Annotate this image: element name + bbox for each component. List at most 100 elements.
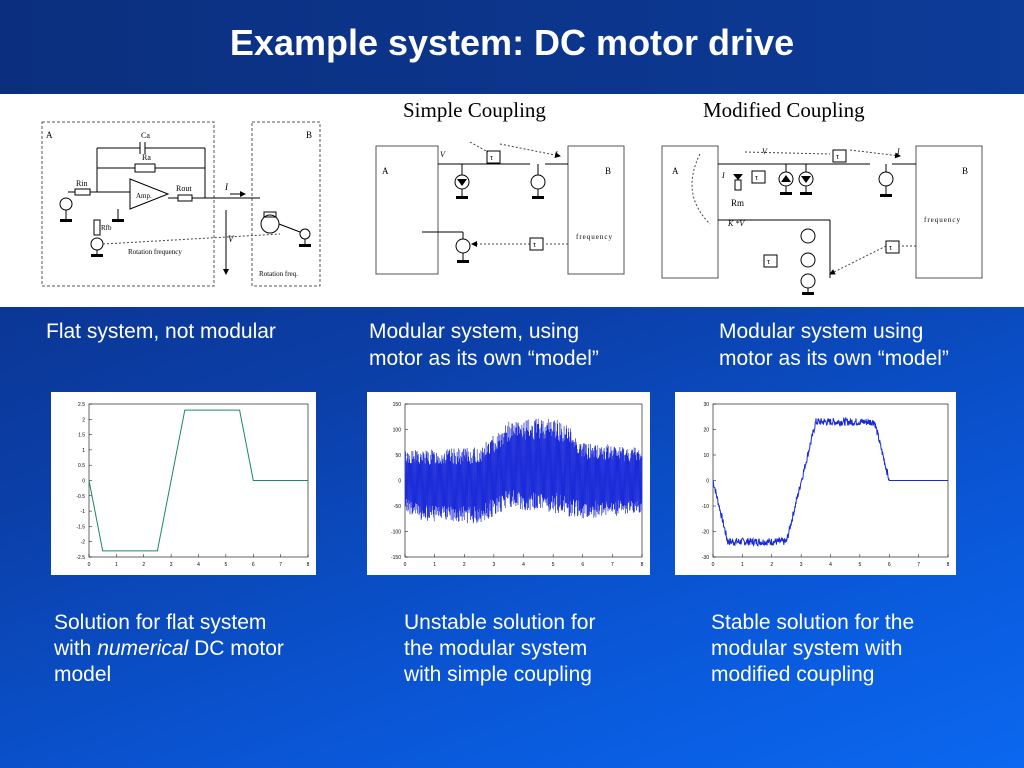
sol2-line3: with simple coupling [404, 663, 592, 686]
y-tick-label: 20 [703, 428, 709, 434]
x-tick-label: 5 [552, 562, 555, 568]
flat-system-diagram: A B Ca Ra Rin Amp. Rout I [41, 121, 321, 287]
y-tick-label: 1.5 [78, 433, 85, 439]
x-tick-label: 3 [170, 562, 173, 568]
rfb-label: Rfb [101, 224, 112, 232]
series-line [88, 409, 308, 552]
sol3-line1: Stable solution for the [711, 611, 915, 634]
modified-tau-mid: τ [755, 173, 759, 182]
modified-i-left-label: I [721, 171, 725, 180]
solution-stable-caption: Stable solution for the modular system w… [711, 610, 914, 688]
y-tick-label: -2 [81, 540, 86, 546]
sol1-line2: with numerical DC motor [54, 636, 284, 662]
rotation-freq-b-label: Rotation freq. [259, 270, 298, 278]
y-tick-label: 0 [82, 479, 85, 485]
simple-label-b: B [605, 166, 611, 176]
x-tick-label: 6 [581, 562, 584, 568]
rotation-frequency-label: Rotation frequency [128, 248, 182, 256]
sol2-line2: the modular system [404, 637, 588, 660]
modified-tau-low: τ [767, 257, 771, 266]
simple-caption-line1: Modular system, using [369, 320, 580, 343]
x-tick-label: 5 [858, 562, 861, 568]
x-tick-label: 8 [307, 562, 310, 568]
modified-caption: Modular system using motor as its own “m… [719, 318, 949, 372]
simple-frequency-label: frequency [576, 233, 613, 241]
x-tick-label: 2 [463, 562, 466, 568]
y-tick-label: 2 [82, 417, 85, 423]
flat-caption: Flat system, not modular [46, 318, 276, 345]
y-tick-label: -100 [391, 530, 401, 536]
sol1-line1: Solution for flat system [54, 611, 267, 634]
y-tick-label: -50 [394, 504, 401, 510]
modified-tau-top: τ [836, 152, 840, 161]
x-tick-label: 7 [917, 562, 920, 568]
y-tick-label: -30 [702, 555, 709, 561]
modified-tau-right: τ [889, 243, 893, 252]
simple-v-label: V [440, 150, 446, 159]
modified-caption-line1: Modular system using [719, 320, 924, 343]
solution-flat-caption: Solution for flat system with numerical … [54, 610, 284, 688]
y-tick-label: -10 [702, 504, 709, 510]
simple-tau-bottom: τ [533, 240, 537, 249]
ca-label: Ca [141, 131, 150, 140]
x-tick-label: 4 [522, 562, 525, 568]
simple-coupling-diagram: A B V I τ frequency τ [375, 141, 625, 275]
x-tick-label: 6 [888, 562, 891, 568]
x-tick-label: 1 [741, 562, 744, 568]
y-tick-label: -1.5 [76, 524, 85, 530]
modified-caption-line2: motor as its own “model” [719, 347, 949, 370]
diagram-band: Simple Coupling Modified Coupling A B Ca… [0, 94, 1024, 307]
x-tick-label: 7 [611, 562, 614, 568]
sol1-with: with [54, 637, 98, 660]
modified-v-label: V [762, 147, 768, 156]
modified-label-a: A [672, 166, 679, 176]
simple-i-label: I [554, 150, 558, 159]
x-tick-label: 4 [197, 562, 200, 568]
x-tick-label: 0 [404, 562, 407, 568]
y-tick-label: -2.5 [76, 555, 85, 561]
y-tick-label: -20 [702, 530, 709, 536]
modified-coupling-label: Modified Coupling [703, 98, 865, 122]
flat-i-label: I [224, 182, 229, 192]
y-tick-label: 150 [393, 402, 402, 408]
y-tick-label: -0.5 [76, 494, 85, 500]
simple-coupling-label: Simple Coupling [403, 98, 546, 122]
x-tick-label: 5 [224, 562, 227, 568]
y-tick-label: 30 [703, 402, 709, 408]
simple-label-a: A [382, 166, 389, 176]
circuit-diagrams: Simple Coupling Modified Coupling A B Ca… [41, 98, 983, 295]
x-tick-label: 7 [279, 562, 282, 568]
flat-caption-line: Flat system, not modular [46, 320, 276, 343]
sol3-line3: modified coupling [711, 663, 875, 686]
rout-label: Rout [176, 184, 192, 193]
sol1-rest: DC motor [188, 637, 284, 660]
x-tick-label: 2 [770, 562, 773, 568]
sol3-line2: modular system with [711, 637, 903, 660]
simple-tau-top: τ [490, 153, 494, 162]
rm-label: Rm [731, 198, 744, 208]
x-tick-label: 0 [88, 562, 91, 568]
simple-caption: Modular system, using motor as its own “… [369, 318, 599, 372]
y-tick-label: 0 [398, 479, 401, 485]
y-tick-label: -150 [391, 555, 401, 561]
page-title: Example system: DC motor drive [229, 22, 795, 63]
series-line [404, 418, 643, 524]
x-tick-label: 3 [492, 562, 495, 568]
flat-v-label: V [228, 234, 235, 244]
y-tick-label: 10 [703, 453, 709, 459]
x-tick-label: 8 [947, 562, 950, 568]
series-line [712, 416, 948, 547]
modified-frequency-label: frequency [924, 216, 961, 224]
x-tick-label: 0 [712, 562, 715, 568]
x-tick-label: 4 [829, 562, 832, 568]
x-tick-label: 8 [641, 562, 644, 568]
flat-label-b: B [306, 130, 312, 140]
sol2-line1: Unstable solution for [404, 611, 596, 634]
y-tick-label: 0.5 [78, 463, 85, 469]
sol1-line3: model [54, 663, 112, 686]
kv-label: K *V [727, 219, 745, 228]
